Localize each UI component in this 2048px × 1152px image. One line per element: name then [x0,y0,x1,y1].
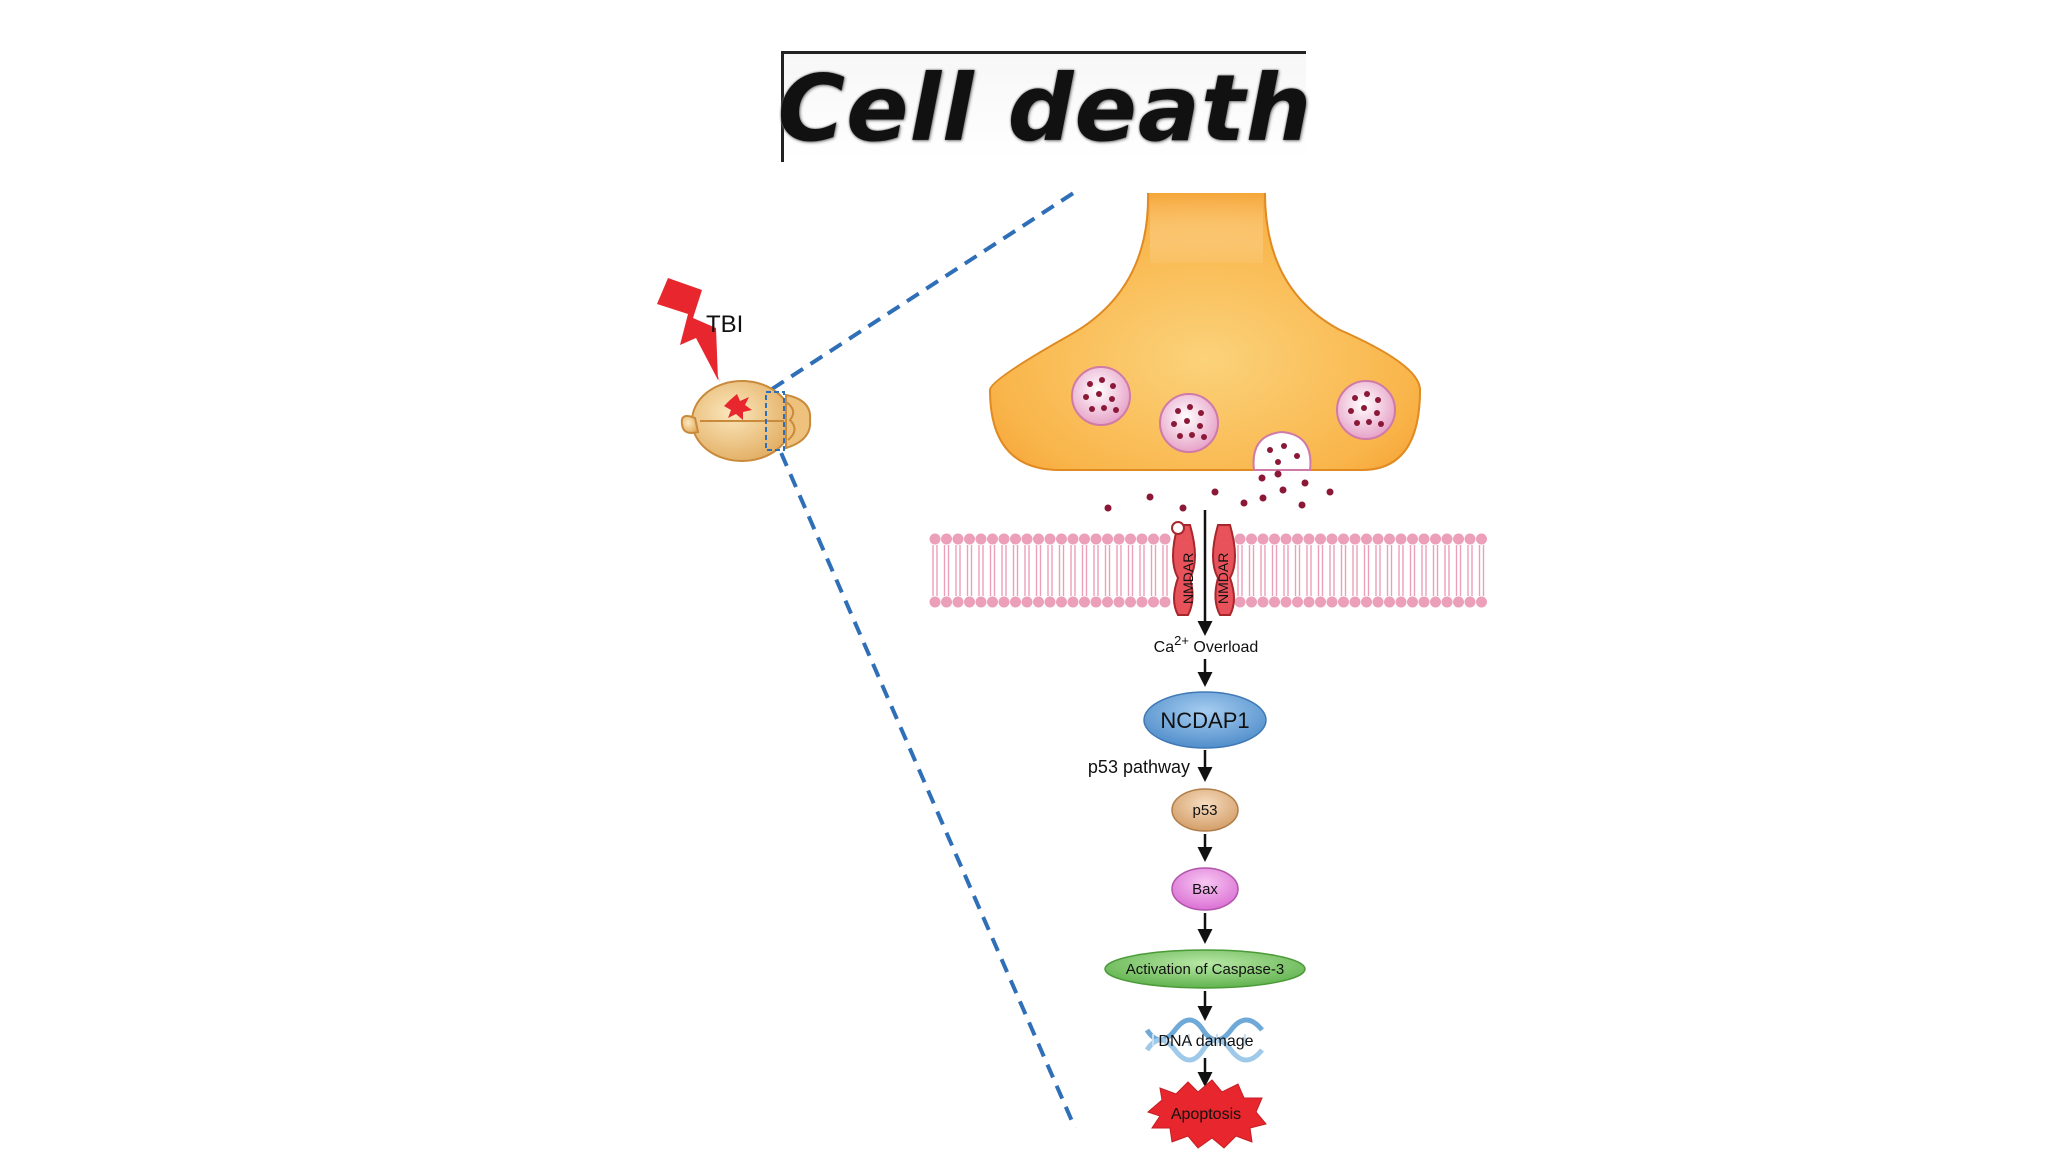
vesicles [1071,366,1396,471]
apoptosis-node: Apoptosis [1147,1079,1267,1149]
zoom-lines [770,190,1077,1129]
vesicle [1159,393,1219,453]
nmdar-receptor-left: NMDAR [1171,521,1196,616]
title-box: Cell death [777,51,1313,162]
zoom-line-top [770,190,1077,391]
dna-damage-label: DNA damage [1158,1033,1253,1050]
fusing-vesicle [1252,430,1312,471]
page-title: Cell death [777,54,1313,162]
p53-pathway-label: p53 pathway [1088,757,1190,777]
nmdar-label-left: NMDAR [1180,553,1196,604]
caspase-node: Activation of Caspase-3 [1104,949,1306,989]
p53-node: p53 [1171,788,1239,832]
nmdar-label-right: NMDAR [1215,553,1231,604]
ncdap1-node: NCDAP1 [1143,691,1267,749]
caspase-label: Activation of Caspase-3 [1126,961,1284,978]
vesicle [1336,380,1396,440]
lightning-icon [657,278,720,382]
bax-label: Bax [1192,881,1218,898]
bax-node: Bax [1171,867,1239,911]
apoptosis-label: Apoptosis [1171,1106,1241,1123]
neurotransmitter-dots [1104,470,1334,512]
cell-membrane [929,533,1487,608]
nmdar-receptor-right: NMDAR [1212,524,1236,616]
p53-label: p53 [1192,802,1217,819]
brain-icon [680,380,812,462]
vesicle [1071,366,1131,426]
dna-helix-icon [1144,1017,1264,1063]
ncdap1-label: NCDAP1 [1160,708,1249,733]
zoom-line-bottom [770,431,1077,1129]
calcium-overload-label: Ca2+ Overload [1154,633,1259,656]
tbi-label: TBI [706,311,743,338]
